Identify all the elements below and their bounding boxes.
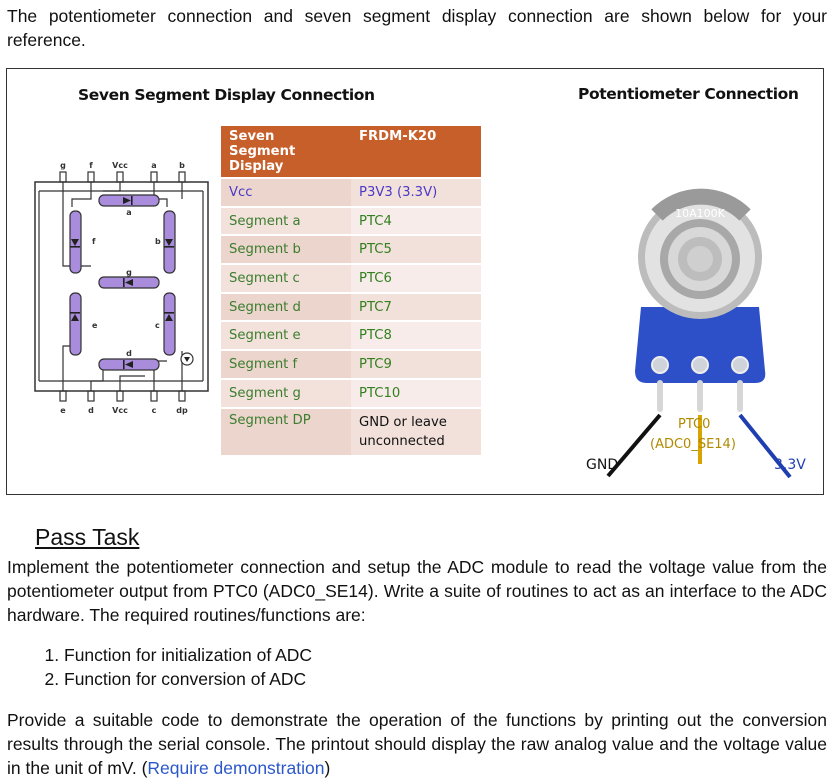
gnd-label: GND [586,457,619,473]
row-board-pin: P3V3 (3.3V) [351,177,481,207]
wire-vcc [738,413,792,479]
row-display-pin: Segment b [221,234,351,265]
segment-e-bar [69,292,82,356]
table-row: Segment d PTC7 [221,291,481,322]
requirements-list: Function for initialization of ADC Funct… [34,643,312,691]
table-row: Segment e PTC8 [221,320,481,351]
pot-marking: 10A100K [675,207,726,220]
table-row: Segment c PTC6 [221,263,481,293]
closing-text: Provide a suitable code to demonstrate t… [7,710,827,778]
row-board-pin: PTC4 [351,205,481,236]
pin-label-dp: dp [176,406,188,415]
table-row: Vcc P3V3 (3.3V) [221,177,481,207]
adc-channel-label: (ADC0_SE14) [650,437,736,452]
segment-letter-e: e [92,321,98,330]
segment-letter-d: d [126,349,132,358]
pin-label-vcc-bottom: Vcc [112,406,128,415]
pin-label-vcc-top: Vcc [112,161,128,170]
row-board-pin: PTC8 [351,320,481,351]
segment-letter-b: b [155,237,161,246]
header-seven-segment: Seven Segment Display [221,126,351,178]
pin-label-b: b [179,161,185,170]
pin-label-f: f [89,161,93,170]
row-board-pin: PTC7 [351,291,481,322]
seven-segment-diagram: g f Vcc a b e d Vcc c dp [34,161,209,415]
segment-letter-c: c [155,321,160,330]
segment-letter-a: a [126,208,131,217]
pin-label-d: d [88,406,94,415]
row-display-pin: Vcc [221,177,351,207]
potentiometer-title: Potentiometer Connection [578,85,799,103]
pin-label-g: g [60,161,66,170]
row-display-pin: Segment f [221,349,351,379]
table-row: Segment f PTC9 [221,349,481,379]
segment-letter-f: f [92,237,96,246]
intro-text: The potentiometer connection and seven s… [7,6,827,50]
row-display-pin: Segment d [221,291,351,322]
table-row: Segment DP GND or leave unconnected [221,406,481,455]
table-row: Segment a PTC4 [221,205,481,236]
row-board-pin: PTC10 [351,377,481,408]
row-board-pin: PTC9 [351,349,481,379]
closing-paragraph: Provide a suitable code to demonstrate t… [7,708,827,780]
pin-label-e: e [60,406,66,415]
pin-mapping-table: Seven Segment Display FRDM-K20 Vcc P3V3 … [221,126,481,455]
row-display-pin: Segment c [221,263,351,293]
list-item: Function for initialization of ADC [64,643,312,667]
row-board-pin: GND or leave unconnected [351,406,481,455]
wire-gnd [606,413,662,478]
pin-label-c: c [152,406,157,415]
header-frdm-k20: FRDM-K20 [351,126,481,178]
potentiometer-illustration: 10A100K [606,188,792,479]
closing-end: ) [324,758,331,778]
ptc0-label: PTC0 [678,417,711,432]
segment-c-bar [163,292,176,356]
table-row: Segment g PTC10 [221,377,481,408]
list-item: Function for conversion of ADC [64,667,312,691]
reference-figure: Seven Segment Display Connection Potenti… [6,68,824,495]
row-display-pin: Segment DP [221,406,351,455]
pass-task-heading: Pass Task [35,524,140,550]
segment-letter-g: g [126,268,132,277]
row-display-pin: Segment a [221,205,351,236]
row-board-pin: PTC6 [351,263,481,293]
pass-task-paragraph: Implement the potentiometer connection a… [7,557,827,625]
table-header-row: Seven Segment Display FRDM-K20 [221,126,481,178]
vcc-label: 3.3V [774,457,806,473]
row-display-pin: Segment e [221,320,351,351]
row-board-pin: PTC5 [351,234,481,265]
seven-segment-title: Seven Segment Display Connection [78,86,375,104]
row-display-pin: Segment g [221,377,351,408]
table-row: Segment b PTC5 [221,234,481,265]
pin-label-a: a [151,161,156,170]
require-demonstration-note: Require demonstration [147,758,325,778]
